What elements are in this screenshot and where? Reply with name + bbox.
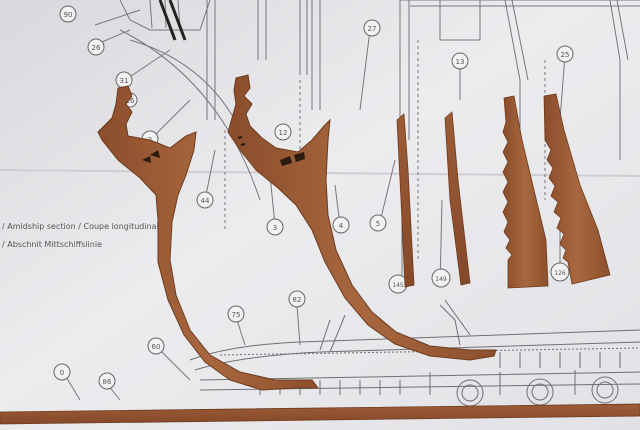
callout-90: 90 xyxy=(59,5,77,23)
svg-text:44: 44 xyxy=(201,197,210,205)
callout-25: 25 xyxy=(556,45,574,63)
callout-5: 5 xyxy=(369,214,387,232)
callout-60: 60 xyxy=(147,337,165,355)
svg-text:26: 26 xyxy=(92,44,101,52)
callouts: 90 26 27 13 25 31 16 2 12 44 3 4 5 145 1… xyxy=(53,5,574,390)
callout-3: 3 xyxy=(266,218,284,236)
wood-notched-piece-2 xyxy=(543,93,611,285)
svg-text:90: 90 xyxy=(64,11,73,19)
wood-strip-145 xyxy=(396,113,415,288)
svg-text:4: 4 xyxy=(339,222,344,230)
callout-126: 126 xyxy=(550,262,570,282)
svg-text:149: 149 xyxy=(435,276,447,283)
svg-text:0: 0 xyxy=(60,369,64,377)
callout-75: 75 xyxy=(227,305,245,323)
svg-text:86: 86 xyxy=(103,378,112,386)
callout-13: 13 xyxy=(451,52,469,70)
callout-149: 149 xyxy=(431,268,451,288)
callout-31: 31 xyxy=(115,71,133,89)
stem-slot-holes xyxy=(142,150,160,163)
wood-strip-149 xyxy=(444,111,471,286)
caption-line-1: / Amidship section / Coupe longitudinale xyxy=(2,222,164,231)
svg-text:75: 75 xyxy=(232,311,241,319)
svg-text:16: 16 xyxy=(126,97,135,105)
wood-stem-piece-middle xyxy=(227,74,497,361)
svg-text:5: 5 xyxy=(376,220,380,228)
callout-27: 27 xyxy=(363,19,381,37)
stem-slot-holes-2 xyxy=(280,152,305,166)
wood-notched-piece-1 xyxy=(502,95,549,289)
svg-text:12: 12 xyxy=(279,129,288,137)
svg-text:31: 31 xyxy=(120,77,129,85)
stem-pin-marks xyxy=(237,136,246,146)
svg-text:145: 145 xyxy=(392,282,404,289)
callout-26: 26 xyxy=(87,38,105,56)
callout-12: 12 xyxy=(274,123,292,141)
wood-keel-strip xyxy=(0,403,640,425)
callout-82: 82 xyxy=(288,290,306,308)
svg-text:3: 3 xyxy=(273,224,277,232)
svg-text:27: 27 xyxy=(368,25,377,33)
wood-stem-piece-large xyxy=(97,85,319,391)
svg-text:126: 126 xyxy=(554,270,566,277)
svg-text:60: 60 xyxy=(152,343,161,351)
caption-line-2: / Abschnit Mittschiffslinie xyxy=(2,240,102,249)
callout-86: 86 xyxy=(98,372,116,390)
callout-4: 4 xyxy=(332,216,350,234)
svg-text:25: 25 xyxy=(561,51,570,59)
svg-text:13: 13 xyxy=(456,58,465,66)
svg-text:82: 82 xyxy=(293,296,302,304)
callout-44: 44 xyxy=(196,191,214,209)
callout-0: 0 xyxy=(53,363,71,381)
